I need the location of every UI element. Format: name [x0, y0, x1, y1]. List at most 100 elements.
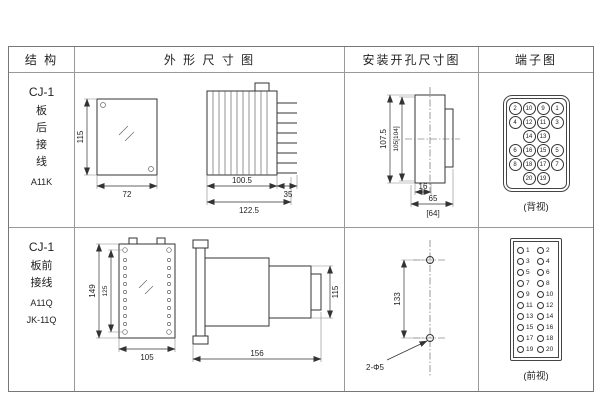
relay-front-view [96, 98, 158, 176]
outline-cell-rear: 115 72 100.5 35 122.5 [75, 73, 345, 228]
wiring-type-label: 板后接线 [36, 103, 47, 171]
mounting-hole-icon [122, 329, 128, 335]
mounting-hole-icon [148, 166, 154, 172]
relay-end-cap [310, 273, 322, 311]
cutout-step [444, 108, 454, 168]
extension-lines [401, 259, 426, 339]
terminal-dot [517, 312, 524, 320]
terminal-number: 8 [546, 279, 550, 287]
hatch-mark [118, 125, 135, 142]
header-label: 外 形 尺 寸 图 [163, 53, 256, 67]
extension-lines [118, 338, 176, 352]
mounting-hole-icon [166, 329, 172, 335]
column-header-terminal: 端子图 [479, 47, 593, 73]
terminal-circle: 11 [536, 116, 550, 129]
terminal-circle: 3 [550, 116, 564, 129]
terminal-number: 7 [526, 279, 530, 287]
install-drawing-front: 133 2-Φ5 [366, 240, 447, 376]
terminal-circle: 12 [522, 116, 536, 129]
terminal-dot [517, 279, 524, 287]
top-tab [156, 237, 166, 245]
column-header-structure: 结 构 [9, 47, 75, 73]
header-label: 端子图 [514, 53, 557, 67]
terminal-dot [517, 290, 524, 298]
terminal-number: 20 [546, 345, 554, 353]
hatch-mark [138, 279, 154, 295]
dim-install-outer: 107.5 [379, 128, 388, 149]
terminal-circle: 5 [550, 144, 564, 157]
centerlines [405, 87, 460, 191]
terminal-dot [537, 246, 544, 254]
drill-hole-icon [426, 334, 434, 342]
outline-cell-front: 149 125 105 156 115 [75, 228, 345, 391]
terminal-circle: 18 [522, 158, 536, 171]
model-codes: A11K [31, 171, 52, 188]
terminal-pins [277, 102, 297, 174]
terminal-circle: 14 [522, 130, 536, 143]
terminal-circle: 6 [508, 144, 522, 157]
terminal-circle: 4 [508, 116, 522, 129]
dim-front-height: 149 [88, 284, 97, 298]
header-label: 安装开孔尺寸图 [362, 53, 461, 67]
terminal-circle: 9 [536, 102, 550, 115]
terminal-screw-dots [123, 258, 171, 326]
text-line: A11K [30, 177, 53, 187]
terminal-dot [537, 279, 544, 287]
terminal-number: 1 [526, 246, 530, 254]
column-header-install: 安装开孔尺寸图 [345, 47, 479, 73]
mounting-hole-icon [166, 247, 172, 253]
terminal-dot [537, 323, 544, 331]
dim-install-htop: 16 [419, 182, 428, 191]
terminal-circle: 10 [522, 102, 536, 115]
terminal-dot [537, 334, 544, 342]
flange-tab [192, 335, 209, 345]
dim-front-height-inner: 125 [102, 285, 109, 296]
dim-install-hmid: 65 [429, 194, 438, 203]
terminal-number: 18 [546, 334, 554, 342]
install-cell-rear: 107.5 105[104] 16 65 [64] [345, 73, 479, 228]
terminal-number: 15 [526, 323, 534, 331]
terminal-circle: 17 [536, 158, 550, 171]
outline-drawing-rear: 115 72 100.5 35 122.5 [76, 82, 298, 215]
text-line: 线 [36, 156, 47, 168]
terminal-dot [517, 345, 524, 353]
text-line: 板前 [30, 260, 53, 272]
top-tab [128, 237, 138, 245]
leader-line [386, 340, 428, 361]
text-line: 接线 [30, 277, 53, 289]
terminal-number: 12 [546, 301, 554, 309]
extension-lines [206, 175, 298, 205]
extension-lines [84, 98, 97, 176]
terminal-dot [517, 301, 524, 309]
terminal-dot [537, 290, 544, 298]
install-cell-front: 133 2-Φ5 [345, 228, 479, 391]
text-line: A11Q [30, 298, 53, 308]
terminal-dot [517, 268, 524, 276]
terminal-circle: 2 [508, 102, 522, 115]
drawing-table: 结 构 外 形 尺 寸 图 安装开孔尺寸图 端子图 CJ-1 板后接线 A11K [8, 46, 594, 392]
terminal-number: 19 [526, 345, 534, 353]
terminal-number: 3 [526, 257, 530, 265]
terminal-dot [517, 323, 524, 331]
column-header-outline: 外 形 尺 寸 图 [75, 47, 345, 73]
panel-flange [195, 247, 206, 337]
terminal-number: 4 [546, 257, 550, 265]
terminal-circle: 13 [536, 130, 550, 143]
extension-lines [108, 249, 122, 333]
structure-cell-rear-wiring: CJ-1 板后接线 A11K [9, 73, 75, 228]
dim-side-length: 156 [250, 349, 264, 358]
